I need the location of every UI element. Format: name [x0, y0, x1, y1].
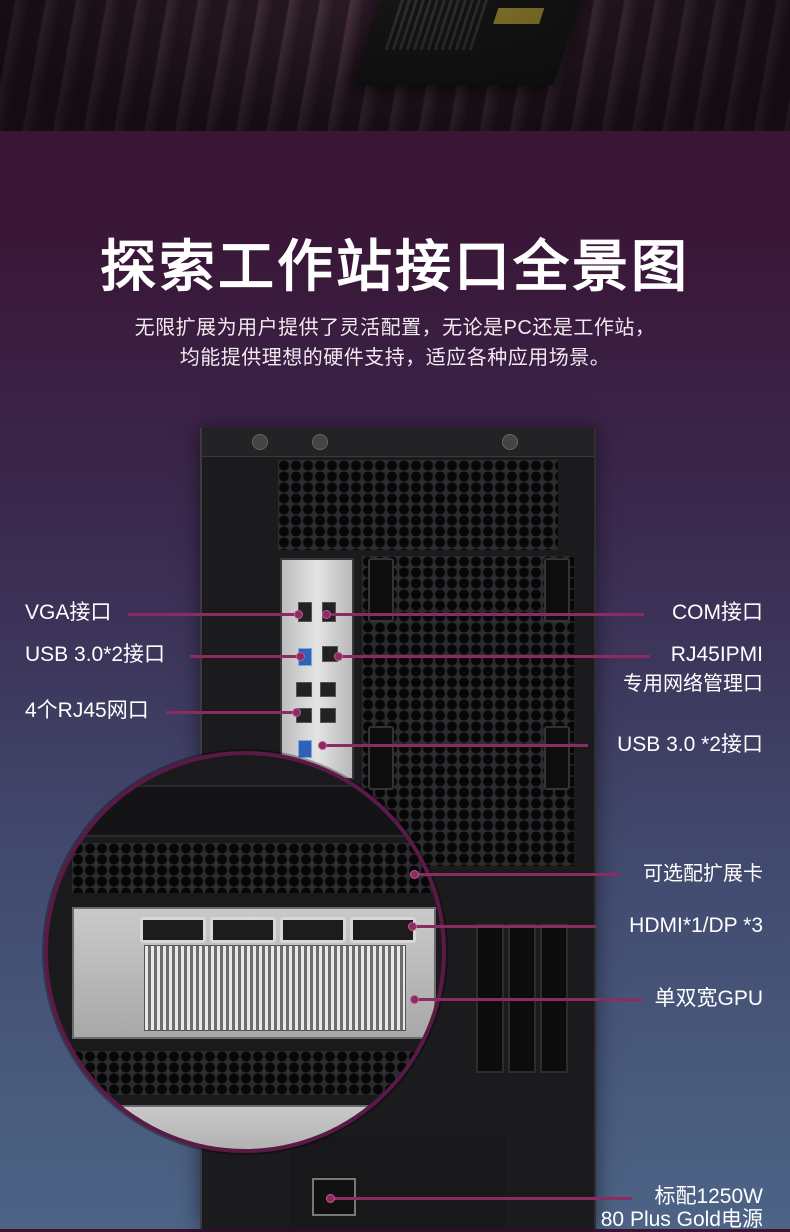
screw-icon [502, 434, 518, 450]
screw-icon [252, 434, 268, 450]
expansion-label: 可选配扩展卡 [643, 863, 763, 885]
usb-left-pointer-line [190, 655, 300, 658]
gpu-vent [72, 1051, 432, 1095]
top-vent-grille [278, 460, 558, 550]
rj45ipmi-label: RJ45IPMI [670, 643, 763, 666]
screw-icon [312, 434, 328, 450]
pointer-dot [410, 995, 419, 1004]
usb-right-label: USB 3.0 *2接口 [617, 733, 763, 756]
vent-slot [544, 726, 570, 790]
usb-right-pointer-line [322, 744, 588, 747]
expansion-card-bracket [72, 785, 436, 837]
rj45-port [320, 708, 336, 723]
pointer-dot [296, 652, 305, 661]
top-banner-image [0, 0, 790, 131]
com-pointer-line [326, 613, 644, 616]
page-title: 探索工作站接口全景图 [100, 235, 690, 298]
vent-slot [544, 558, 570, 622]
expansion-card-vent [72, 843, 432, 893]
vga-pointer-line [128, 613, 298, 616]
gpu-pointer-line [414, 998, 642, 1001]
expansion-pointer-line [414, 873, 620, 876]
psu-pointer-line [330, 1197, 632, 1200]
usb-left-label: USB 3.0*2接口 [25, 643, 166, 666]
hdmi-dp-label: HDMI*1/DP *3 [629, 914, 763, 937]
psu-sublabel: 80 Plus Gold电源 [600, 1208, 763, 1231]
pointer-dot [322, 610, 331, 619]
pointer-dot [334, 652, 343, 661]
hdmi-pointer-line [412, 925, 596, 928]
gpu-io-bracket-second [72, 1105, 436, 1149]
vent-slot [368, 726, 394, 790]
rj45ipmi-sublabel: 专用网络管理口 [623, 673, 763, 695]
page-subtitle-line2: 均能提供理想的硬件支持，适应各种应用场景。 [179, 347, 611, 369]
pointer-dot [410, 870, 419, 879]
rj45-port [296, 682, 312, 697]
rj45ipmi-pointer-line [338, 655, 650, 658]
hdmi-port [140, 917, 206, 943]
pointer-dot [294, 610, 303, 619]
pointer-dot [292, 708, 301, 717]
pointer-dot [318, 741, 327, 750]
pointer-dot [408, 922, 417, 931]
vent-slot [368, 558, 394, 622]
rj45-label: 4个RJ45网口 [25, 699, 149, 722]
pointer-dot [326, 1194, 335, 1203]
displayport-port [210, 917, 276, 943]
displayport-port [350, 917, 416, 943]
gpu-io-bracket [72, 907, 436, 1039]
com-label: COM接口 [672, 601, 763, 624]
usb-port [298, 740, 312, 758]
gpu-zoom-circle [44, 751, 446, 1153]
vga-label: VGA接口 [25, 601, 112, 624]
gpu-label: 单双宽GPU [654, 987, 763, 1010]
psu-label: 标配1250W [654, 1185, 763, 1208]
displayport-port [280, 917, 346, 943]
page-subtitle-line1: 无限扩展为用户提供了灵活配置，无论是PC还是工作站， [134, 317, 656, 339]
case-top-bar [202, 428, 594, 457]
rj45-pointer-line [166, 711, 296, 714]
gpu-heatsink-fins [144, 945, 406, 1031]
rj45-port [320, 682, 336, 697]
